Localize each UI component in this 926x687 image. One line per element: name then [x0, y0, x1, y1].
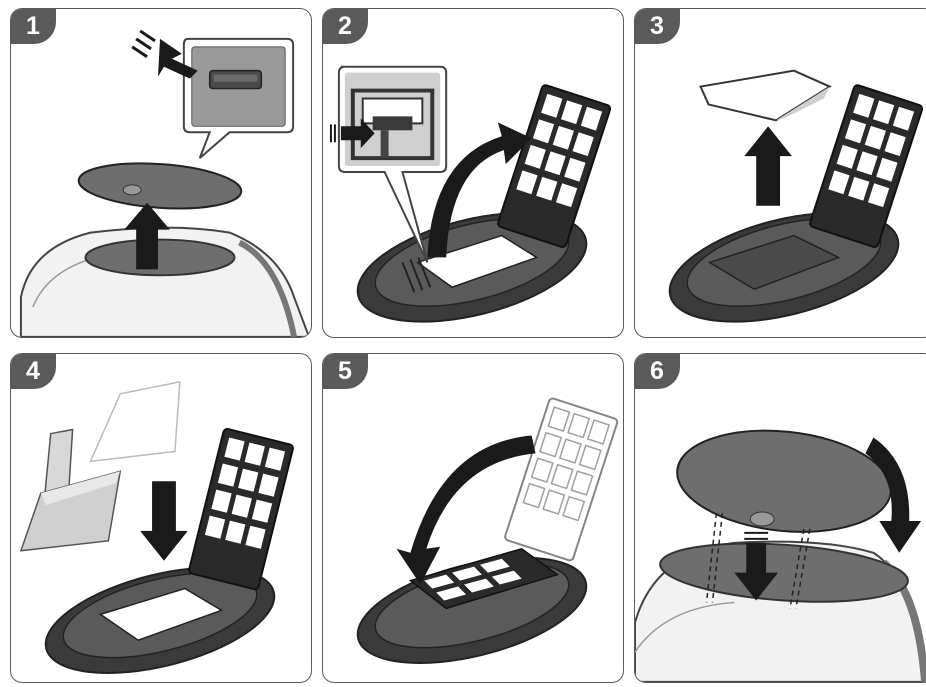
step-3-illustration: [635, 9, 926, 337]
step-3-panel: 3: [634, 8, 926, 338]
step-5-panel: 5: [322, 353, 624, 683]
step-6-panel: 6: [634, 353, 926, 683]
step-1-panel: 1: [10, 8, 312, 338]
step-1-illustration: [11, 9, 311, 337]
step-4-illustration: [11, 354, 311, 682]
step-2-illustration: [323, 9, 623, 337]
step-2-panel: 2: [322, 8, 624, 338]
up-arrow-icon: [744, 126, 792, 205]
down-arrow-icon: [140, 481, 188, 560]
step-4-panel: 4: [10, 353, 312, 683]
step-6-illustration: [635, 354, 926, 682]
step-5-illustration: [323, 354, 623, 682]
